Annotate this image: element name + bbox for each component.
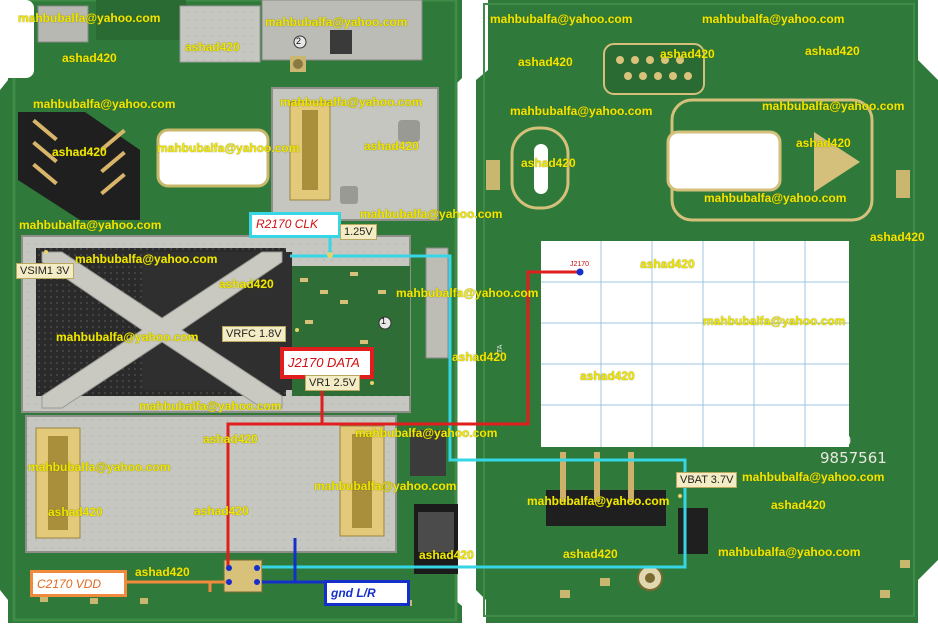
watermark-author: ashad420 [48, 505, 103, 519]
watermark-email: mahbubalfa@yahoo.com [33, 97, 176, 111]
data-signal-label: J2170 DATA [280, 347, 374, 379]
watermark-email: mahbubalfa@yahoo.com [28, 460, 171, 474]
watermark-author: ashad420 [185, 40, 240, 54]
watermark-email: mahbubalfa@yahoo.com [56, 330, 199, 344]
watermark-author: ashad420 [660, 47, 715, 61]
watermark-email: mahbubalfa@yahoo.com [265, 15, 408, 29]
pad-label-j2170: J2170 [570, 261, 590, 268]
watermark-author: ashad420 [640, 257, 695, 271]
watermark-author: ashad420 [870, 230, 925, 244]
watermark-email: mahbubalfa@yahoo.com [280, 95, 423, 109]
watermark-email: mahbubalfa@yahoo.com [762, 99, 905, 113]
watermark-author: ashad420 [135, 565, 190, 579]
voltage-1-25v: 1.25V [340, 224, 377, 240]
watermark-author: ashad420 [771, 498, 826, 512]
grid-panel [541, 241, 849, 447]
watermark-email: mahbubalfa@yahoo.com [355, 426, 498, 440]
watermark-author: ashad420 [194, 504, 249, 518]
watermark-email: mahbubalfa@yahoo.com [510, 104, 653, 118]
watermark-author: ashad420 [563, 547, 618, 561]
voltage-vsim1: VSIM1 3V [16, 263, 74, 279]
watermark-email: mahbubalfa@yahoo.com [396, 286, 539, 300]
watermark-author: ashad420 [805, 44, 860, 58]
watermark-author: ashad420 [419, 548, 474, 562]
watermark-email: mahbubalfa@yahoo.com [19, 218, 162, 232]
watermark-author: ashad420 [62, 51, 117, 65]
watermark-email: mahbubalfa@yahoo.com [18, 11, 161, 25]
clk-signal-label: R2170 CLK [249, 212, 341, 238]
board-lta-mark: LTA [496, 344, 504, 356]
vdd-signal-label: C2170 VDD [30, 570, 127, 597]
left-pcb [0, 0, 462, 623]
gnd-signal-label: gnd L/R [324, 580, 410, 606]
watermark-email: mahbubalfa@yahoo.com [704, 191, 847, 205]
data-wire [320, 270, 580, 426]
watermark-email: mahbubalfa@yahoo.com [527, 494, 670, 508]
watermark-email: mahbubalfa@yahoo.com [703, 314, 846, 328]
watermark-author: ashad420 [219, 277, 274, 291]
watermark-email: mahbubalfa@yahoo.com [360, 207, 503, 221]
watermark-author: ashad420 [52, 145, 107, 159]
watermark-author: ashad420 [518, 55, 573, 69]
marker-1: 1 [381, 316, 387, 326]
board-serial: 9857561 [820, 449, 887, 467]
voltage-vr1: VR1 2.5V [305, 375, 361, 391]
clk-wire [262, 254, 687, 569]
watermark-author: ashad420 [452, 350, 507, 364]
voltage-vbat: VBAT 3.7V [676, 472, 738, 488]
watermark-author: ashad420 [364, 139, 419, 153]
watermark-author: ashad420 [521, 156, 576, 170]
watermark-email: mahbubalfa@yahoo.com [702, 12, 845, 26]
watermark-email: mahbubalfa@yahoo.com [139, 399, 282, 413]
watermark-author: ashad420 [580, 369, 635, 383]
watermark-author: ashad420 [203, 432, 258, 446]
watermark-email: mahbubalfa@yahoo.com [742, 470, 885, 484]
marker-2: 2 [296, 36, 302, 46]
watermark-email: mahbubalfa@yahoo.com [490, 12, 633, 26]
watermark-email: mahbubalfa@yahoo.com [718, 545, 861, 559]
watermark-email: mahbubalfa@yahoo.com [157, 141, 300, 155]
voltage-vrfc: VRFC 1.8V [222, 326, 286, 342]
watermark-email: mahbubalfa@yahoo.com [314, 479, 457, 493]
watermark-author: ashad420 [796, 136, 851, 150]
watermark-email: mahbubalfa@yahoo.com [75, 252, 218, 266]
